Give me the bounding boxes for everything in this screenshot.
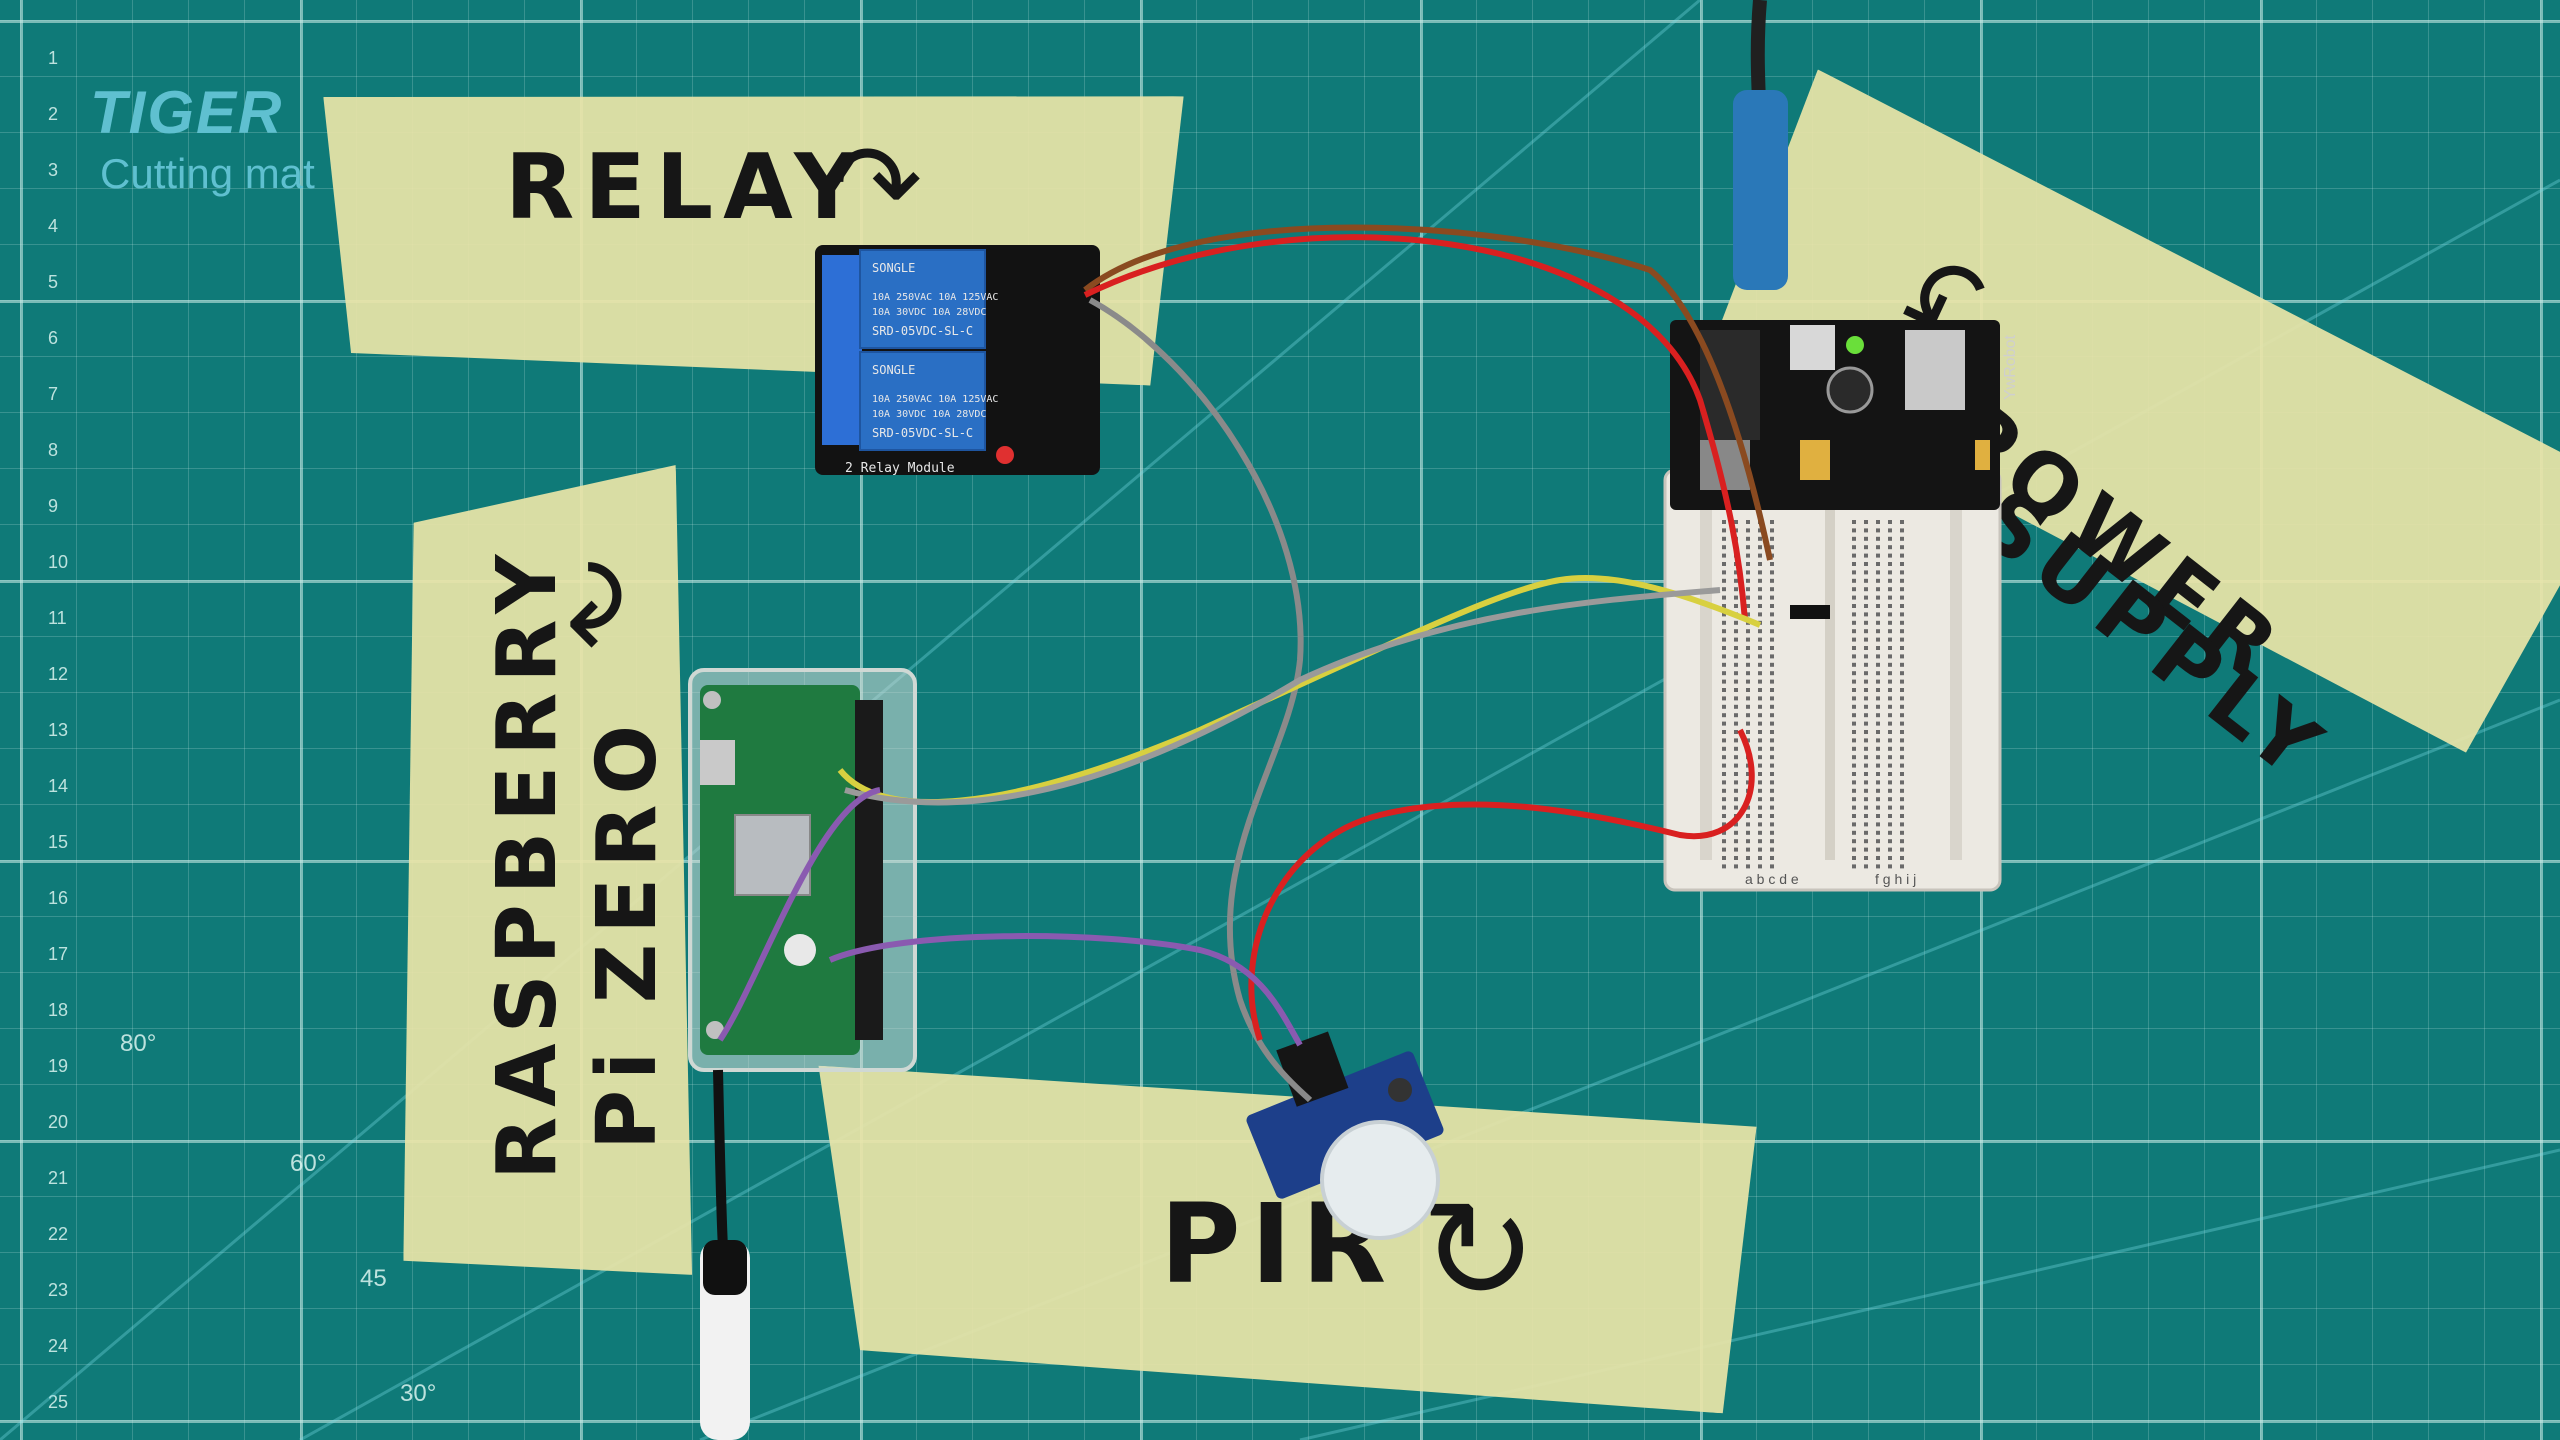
label-relay: RELAY [505,135,870,240]
ruler-number: 9 [48,496,59,516]
ruler-number: 18 [48,1000,69,1020]
ruler-number: 5 [48,272,59,292]
wire-purple-2 [717,787,881,1042]
relay-arrow-icon: ↷ [830,120,923,248]
relay-2-model: SRD-05VDC-SL-C [872,426,973,440]
relay-board-label: 2 Relay Module [845,461,955,476]
wire-red-relay [1083,234,1748,621]
relay-1-brand: SONGLE [872,261,915,275]
dc-plug [1733,90,1788,290]
relay-2-brand: SONGLE [872,363,915,377]
ruler-number: 2 [48,104,59,124]
ruler-number: 4 [48,216,59,236]
breadboard-cols-left: a b c d e [1745,871,1799,887]
raspberry-pi-zero [688,668,917,1072]
ruler-number: 15 [48,832,69,852]
breadboard [1663,468,2002,892]
wire-red-pir [1248,728,1755,1041]
wire-brown [1083,224,1773,561]
pir-sensor [1246,1031,1444,1240]
breadboard-cols-right: f g h i j [1875,871,1916,887]
ruler-number: 7 [48,384,59,404]
ruler-number: 22 [48,1224,69,1244]
ruler-number: 24 [48,1336,69,1356]
relay-1-spec-2: 10A 30VDC 10A 28VDC [872,307,986,318]
jumper-plug [1790,605,1830,619]
relay-1-model: SRD-05VDC-SL-C [872,324,973,338]
ruler-number: 17 [48,944,69,964]
mat-subtitle: Cutting mat [100,150,315,197]
ruler-number: 10 [48,552,69,572]
ruler-number: 13 [48,720,69,740]
ruler-number: 25 [48,1392,69,1412]
usb-cable [713,1069,729,1261]
ruler-number: 3 [48,160,59,180]
wire-gray-pi-bb [844,587,1721,806]
wire-gray-relay-pir [1088,297,1313,1103]
ruler-number: 14 [48,776,69,796]
angle-label-30: 30° [400,1380,437,1407]
wire-purple-1 [828,933,1303,1047]
ruler-number: 16 [48,888,69,908]
power-supply-module [1670,320,2000,510]
ruler-number: 1 [48,48,59,68]
angle-label-80: 80° [120,1030,157,1057]
relay-module [815,245,1100,475]
ruler-number: 23 [48,1280,69,1300]
relay-2-spec-1: 10A 250VAC 10A 125VAC [872,394,998,405]
ruler-number: 11 [48,608,67,628]
ruler-number: 19 [48,1056,69,1076]
pir-arrow-icon: ↻ [1420,1170,1538,1333]
ruler-number: 20 [48,1112,69,1132]
relay-2-spec-2: 10A 30VDC 10A 28VDC [872,409,986,420]
ruler-number: 12 [48,664,69,684]
ruler-number: 8 [48,440,59,460]
relay-1-spec-1: 10A 250VAC 10A 125VAC [872,292,998,303]
angle-label-60: 60° [290,1150,327,1177]
mat-brand: TIGER [90,79,284,146]
ruler-number: 21 [48,1168,69,1188]
breadboard-holes [1722,520,1904,869]
psu-brand: YwRobot [2002,335,2019,400]
ruler-number: 6 [48,328,59,348]
angle-label-45: 45 [360,1265,387,1292]
